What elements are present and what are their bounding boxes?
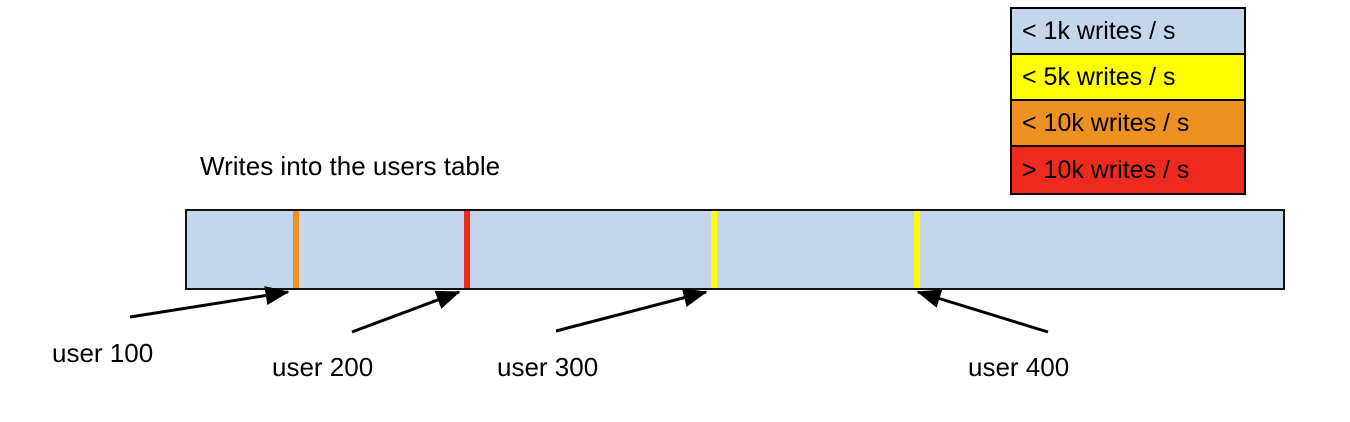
- label-user-400: user 400: [968, 352, 1070, 382]
- arrow-user-300: [555, 288, 708, 333]
- legend-label: < 10k writes / s: [1022, 108, 1190, 137]
- label-user-200: user 200: [272, 352, 374, 382]
- legend-label: > 10k writes / s: [1022, 155, 1190, 184]
- stripe-user-100: [293, 211, 299, 288]
- users-table-bar: [185, 209, 1285, 290]
- arrow-user-100: [129, 286, 290, 319]
- legend-row-gt-10k: > 10k writes / s: [1012, 147, 1244, 193]
- legend-label: < 5k writes / s: [1022, 62, 1176, 91]
- legend-row-lt-1k: < 1k writes / s: [1012, 9, 1244, 55]
- arrow-user-200: [351, 290, 461, 334]
- legend: < 1k writes / s < 5k writes / s < 10k wr…: [1010, 7, 1246, 195]
- stripe-user-300: [711, 211, 717, 288]
- stripe-user-400: [914, 211, 920, 288]
- legend-label: < 1k writes / s: [1022, 16, 1176, 45]
- chart-title: Writes into the users table: [200, 151, 501, 181]
- label-user-100: user 100: [52, 338, 154, 368]
- legend-row-lt-5k: < 5k writes / s: [1012, 55, 1244, 101]
- label-user-300: user 300: [497, 352, 599, 382]
- legend-row-lt-10k: < 10k writes / s: [1012, 101, 1244, 147]
- stripe-user-200: [464, 211, 470, 288]
- arrow-user-400: [916, 289, 1049, 334]
